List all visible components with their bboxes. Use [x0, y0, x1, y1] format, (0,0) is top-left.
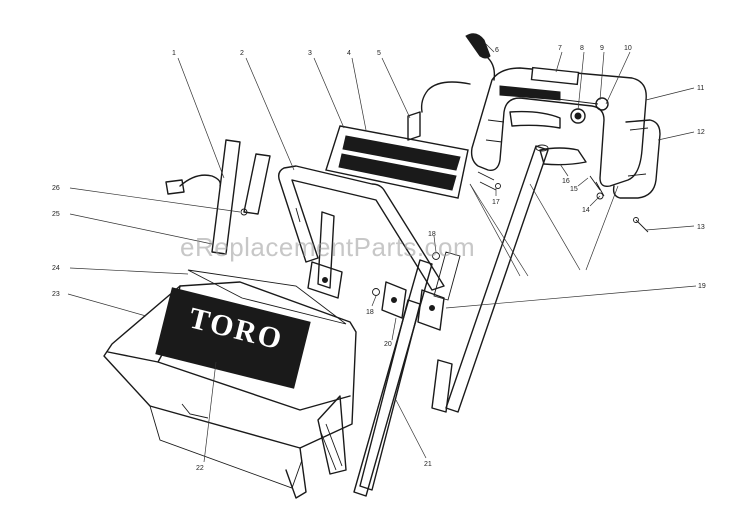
control-panel — [325, 125, 469, 199]
callout-7: 7 — [558, 45, 562, 52]
handle-assembly — [470, 66, 661, 233]
callout-1: 1 — [172, 50, 176, 57]
upper-handle-tube — [407, 111, 549, 413]
chute-deflector — [187, 269, 347, 325]
shroud: TORO — [103, 281, 357, 499]
callout-18-lower: 18 — [366, 309, 374, 316]
callout-24: 24 — [52, 265, 60, 272]
callout-20: 20 — [384, 341, 392, 348]
callout-3: 3 — [308, 50, 312, 57]
callout-2: 2 — [240, 50, 244, 57]
callout-17: 17 — [492, 199, 500, 206]
callout-9: 9 — [600, 45, 604, 52]
watermark: eReplacementParts.com — [180, 232, 475, 262]
callout-21: 21 — [424, 461, 432, 468]
callout-19: 19 — [698, 283, 706, 290]
callout-5: 5 — [377, 50, 381, 57]
callout-10: 10 — [624, 45, 632, 52]
lower-handle — [353, 251, 461, 497]
handle-frame — [277, 165, 445, 299]
callout-4: 4 — [347, 50, 351, 57]
callout-numbers: 1 2 3 4 5 6 7 8 9 10 11 12 13 14 15 16 1… — [52, 45, 706, 472]
callout-15: 15 — [570, 186, 578, 193]
callout-6: 6 — [495, 47, 499, 54]
power-cord — [420, 33, 496, 113]
callout-26: 26 — [52, 185, 60, 192]
callout-22: 22 — [196, 465, 204, 472]
brackets — [372, 252, 445, 331]
callout-11: 11 — [697, 85, 704, 92]
callout-8: 8 — [580, 45, 584, 52]
callout-12: 12 — [697, 129, 705, 136]
switch-and-tubes — [165, 139, 271, 255]
callout-23: 23 — [52, 291, 60, 298]
callout-16: 16 — [562, 178, 570, 185]
callout-18-upper: 18 — [428, 231, 436, 238]
callout-13: 13 — [697, 224, 705, 231]
leader-lines — [67, 43, 697, 463]
callout-25: 25 — [52, 211, 60, 218]
callout-14: 14 — [582, 207, 590, 214]
